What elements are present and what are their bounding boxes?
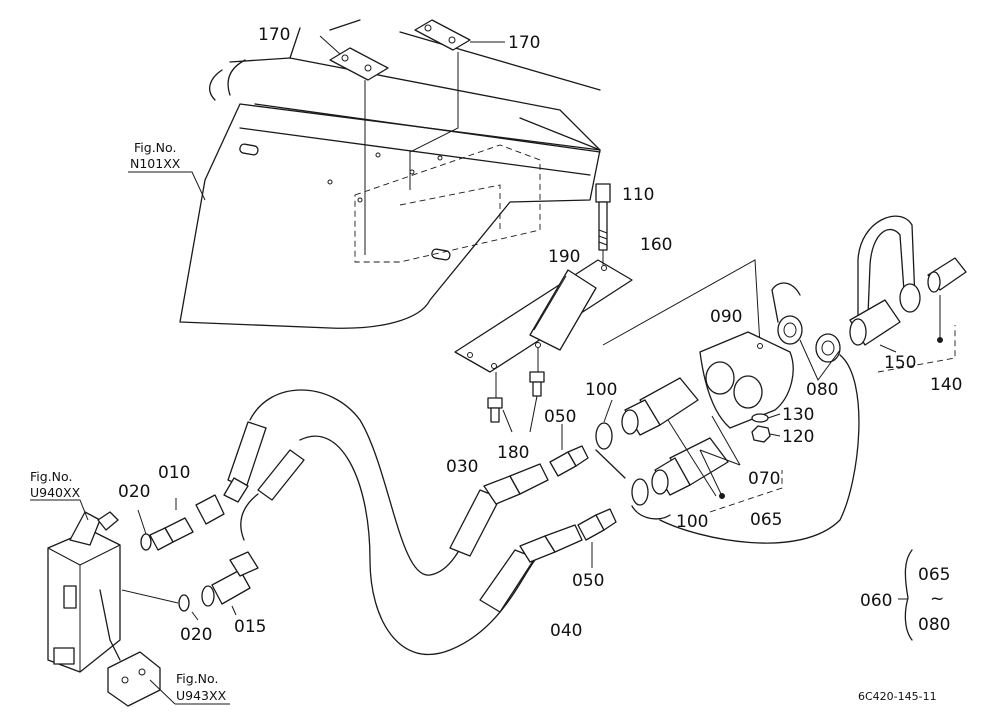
- coupler-070-lower: [651, 437, 729, 496]
- ref-n101: N101XX: [130, 156, 181, 171]
- group-bracket-060: [898, 549, 913, 641]
- label-130: 130: [782, 405, 814, 425]
- ref-u940: U940XX: [30, 485, 81, 500]
- clamp-plate-170-left: [329, 47, 389, 81]
- label-010: 010: [158, 463, 190, 483]
- coupler-070-upper: [621, 377, 699, 436]
- clamp-plate-170-right: [414, 19, 471, 51]
- label-170-right: 170: [508, 33, 540, 53]
- valve-block-u943: [107, 651, 161, 707]
- nut-120: [751, 425, 771, 443]
- bolt-180-a: [487, 397, 503, 423]
- label-070: 070: [748, 469, 780, 489]
- coupler-140: [927, 257, 967, 293]
- label-170-left: 170: [258, 25, 290, 45]
- coupler-150: [849, 215, 921, 346]
- control-valve: [47, 511, 121, 673]
- label-060: 060: [860, 591, 892, 611]
- bolt-110: [595, 183, 611, 251]
- drawing-code: 6C420-145-11: [858, 690, 937, 703]
- label-150: 150: [884, 353, 916, 373]
- label-020-lower: 020: [180, 625, 212, 645]
- label-group-tilde: ~: [930, 589, 944, 609]
- dust-cap-080-b: [815, 333, 841, 363]
- elbow-015: [201, 551, 259, 607]
- adaptor-050-upper: [549, 445, 589, 477]
- holder-090: [699, 331, 794, 429]
- bolt-180-b: [529, 371, 545, 397]
- nut-010: [195, 494, 225, 525]
- label-065: 065: [750, 510, 782, 530]
- ref-n101-prefix: Fig.No.: [134, 140, 176, 155]
- label-080: 080: [806, 380, 838, 400]
- o-ring-020-upper: [140, 533, 152, 551]
- ref-u940-prefix: Fig.No.: [30, 469, 72, 484]
- label-100-lower: 100: [676, 512, 708, 532]
- ref-u943: U943XX: [176, 688, 227, 703]
- label-140: 140: [930, 375, 962, 395]
- snap-ring-100-lower: [631, 478, 671, 520]
- label-050-lower: 050: [572, 571, 604, 591]
- label-120: 120: [782, 427, 814, 447]
- adaptor-050-lower: [577, 508, 617, 541]
- hose-040: [299, 435, 583, 656]
- snap-ring-100-upper: [595, 422, 626, 479]
- bracket-160: [454, 259, 633, 373]
- dust-cap-080-a: [771, 282, 803, 345]
- fitting-010: [149, 517, 194, 551]
- hose-end-left-lower: [240, 449, 305, 541]
- label-180: 180: [497, 443, 529, 463]
- label-050-upper: 050: [544, 407, 576, 427]
- label-090: 090: [710, 307, 742, 327]
- label-110: 110: [622, 185, 654, 205]
- label-100-upper: 100: [585, 380, 617, 400]
- ref-u943-prefix: Fig.No.: [176, 671, 218, 686]
- hose-030: [249, 389, 549, 576]
- label-group-065: 065: [918, 565, 950, 585]
- o-ring-020-lower: [178, 594, 190, 612]
- label-015: 015: [234, 617, 266, 637]
- label-190: 190: [548, 247, 580, 267]
- rear-panel: [179, 19, 601, 329]
- washer-130: [751, 413, 769, 423]
- label-040: 040: [550, 621, 582, 641]
- hose-end-left-upper: [223, 421, 267, 503]
- label-160: 160: [640, 235, 672, 255]
- label-020-upper: 020: [118, 482, 150, 502]
- label-group-080: 080: [918, 615, 950, 635]
- label-030: 030: [446, 457, 478, 477]
